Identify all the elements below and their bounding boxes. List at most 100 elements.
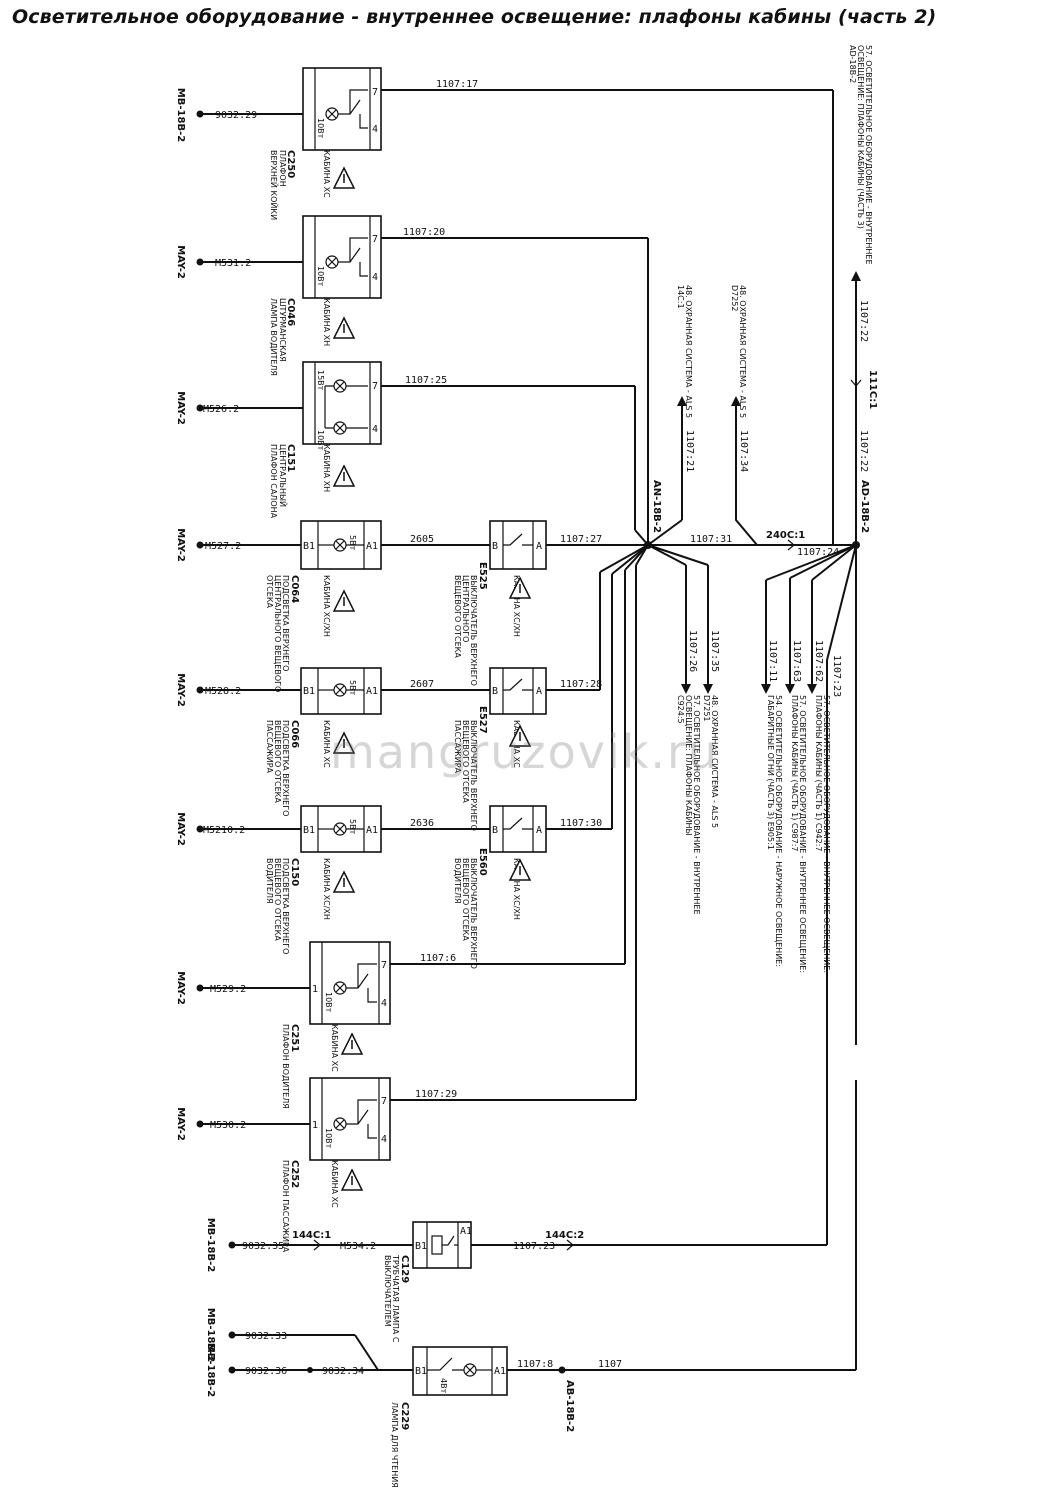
connector-label: 144C:1 xyxy=(292,1230,331,1241)
ground-label: MB-18B-2 xyxy=(205,1308,216,1362)
wire-label: 1107:11 xyxy=(767,640,778,682)
connector-label: 144C:2 xyxy=(545,1230,584,1241)
component-code: E560 xyxy=(477,848,488,876)
ground-label: MB-18B-2 xyxy=(205,1343,216,1397)
reference-label: 57. ОСВЕТИТЕЛЬНОЕ ОБОРУДОВАНИЕ - ВНУТРЕН… xyxy=(798,695,807,973)
wire-label: 1107:23 xyxy=(831,655,842,697)
warning-icon xyxy=(333,590,355,612)
pin-label: B1 xyxy=(415,1366,427,1377)
wire-label: M529:2 xyxy=(210,984,246,995)
cab-label: КАБИНА ХС/ХН xyxy=(512,575,521,637)
ground-label: MAY-2 xyxy=(175,812,186,846)
reference-label: ОСВЕЩЕНИЕ: ПЛАФОНЫ КАБИНЫ (ЧАСТЬ 3) xyxy=(856,45,865,229)
wire-label: 9032:34 xyxy=(322,1366,364,1377)
wire-label: 1107:20 xyxy=(403,227,445,238)
pin-label: 1 xyxy=(312,984,318,995)
pin-label: 7 xyxy=(372,381,378,392)
wire-label: 1107 xyxy=(598,1359,622,1370)
warning-icon xyxy=(333,871,355,893)
wire-label: 1107:63 xyxy=(791,640,802,682)
wire-label: 1107:6 xyxy=(420,953,456,964)
cab-label: КАБИНА ХС/ХН xyxy=(322,858,331,920)
pin-label: A1 xyxy=(366,541,378,552)
pin-label: 7 xyxy=(372,234,378,245)
connector-label: 240C:1 xyxy=(766,530,805,541)
wire-label: 1107:21 xyxy=(684,430,695,472)
splice-an: AN-18B-2 1107:21 48. ОХРАННАЯ СИСТЕМА - … xyxy=(644,285,833,915)
power-label: 10Вт xyxy=(316,430,325,451)
connector-icon xyxy=(850,379,862,387)
cab-label: КАБИНА ХС xyxy=(322,150,331,198)
lamp-icon xyxy=(325,107,339,121)
component-name: ПЛАФОН ВОДИТЕЛЯ xyxy=(281,1024,290,1109)
row-c129: 9032:35 M534:2 144C:1 MB-18B-2 B1 A1 110… xyxy=(205,1218,827,1343)
component-code: C250 xyxy=(285,150,296,178)
component-name: ВЕЩЕВОГО ОТСЕКА xyxy=(453,575,462,658)
component-name: ПАССАЖИРА xyxy=(453,720,462,774)
wire-label: 1107:22 xyxy=(858,430,869,472)
ground-label: MAY-2 xyxy=(175,391,186,425)
wire-label: 1107:35 xyxy=(709,630,720,672)
warning-icon xyxy=(341,1169,363,1191)
ground-label: MAY-2 xyxy=(175,245,186,279)
reference-label: D7251 xyxy=(702,695,711,722)
component-c251 xyxy=(309,941,391,1025)
power-label: 5Вт xyxy=(348,819,357,835)
pin-label: 7 xyxy=(381,960,387,971)
component-code: E527 xyxy=(477,706,488,734)
arrow-down-icon xyxy=(681,684,691,694)
component-name: ЦЕНТРАЛЬНОГО ВЕЩЕВОГО xyxy=(273,575,282,692)
wire-label: 1107:30 xyxy=(560,818,602,829)
wire-label: 1107:17 xyxy=(436,79,478,90)
component-c252 xyxy=(309,1077,391,1161)
component-code: C229 xyxy=(399,1402,410,1430)
component-name: ПОДСВЕТКА ВЕРХНЕГО xyxy=(281,858,290,954)
ground-label: MAY-2 xyxy=(175,1107,186,1141)
reference-label: 57. ОСВЕТИТЕЛЬНОЕ ОБОРУДОВАНИЕ - ВНУТРЕН… xyxy=(692,695,701,915)
wire-label: 1107:25 xyxy=(405,375,447,386)
wire-label: 9032:35 xyxy=(242,1241,284,1252)
ground-label: MB-18B-2 xyxy=(175,88,186,142)
als-branch: 1107:34 48. ОХРАННАЯ СИСТЕМА - ALS 5 D72… xyxy=(730,285,839,558)
lamp-icon xyxy=(333,981,347,995)
arrow-up-icon xyxy=(851,271,861,281)
wire-label: 1107:22 xyxy=(858,300,869,342)
component-name: ВЕЩЕВОГО ОТСЕКА xyxy=(461,858,470,941)
component-name: ЛАМПА ВОДИТЕЛЯ xyxy=(269,298,278,376)
arrow-up-icon xyxy=(677,396,687,406)
pin-label: 4 xyxy=(372,124,378,135)
cab-label: КАБИНА ХС/ХН xyxy=(322,575,331,637)
component-name: ПАССАЖИРА xyxy=(265,720,274,774)
component-name: ПОДСВЕТКА ВЕРХНЕГО xyxy=(281,720,290,816)
power-label: 5Вт xyxy=(348,680,357,696)
reference-label: ПЛАФОНЫ КАБИНЫ (ЧАСТЬ 1) C942:7 xyxy=(814,695,823,852)
pin-label: 4 xyxy=(372,272,378,283)
pin-label: A1 xyxy=(366,825,378,836)
component-code: C046 xyxy=(285,298,296,326)
cab-label: КАБИНА ХС/ХН xyxy=(512,858,521,920)
warning-icon xyxy=(341,1033,363,1055)
pin-label: A xyxy=(536,825,542,836)
lamp-icon xyxy=(333,683,347,697)
pin-label: A1 xyxy=(460,1226,472,1237)
component-name: ПОДСВЕТКА ВЕРХНЕГО xyxy=(281,575,290,671)
warning-icon xyxy=(333,317,355,339)
component-name: ЛАМПА ДЛЯ ЧТЕНИЯ xyxy=(390,1402,399,1488)
component-c129 xyxy=(412,1221,472,1269)
power-label: 10Вт xyxy=(324,1128,333,1149)
row-c066: M528:2 MAY-2 B1 A1 5Вт 2607 B A 1107:28 … xyxy=(175,667,602,831)
wire-label: 2607 xyxy=(410,679,434,690)
component-name: ВЫКЛЮЧАТЕЛЕМ xyxy=(383,1255,392,1327)
component-code: C066 xyxy=(289,720,300,748)
page-title: Осветительное оборудование - внутреннее … xyxy=(12,6,937,28)
pin-label: 4 xyxy=(381,998,387,1009)
warning-icon xyxy=(333,465,355,487)
cab-label: КАБИНА ХС xyxy=(330,1024,339,1072)
component-code: C129 xyxy=(399,1255,410,1283)
reference-label: ПЛАФОНЫ КАБИНЫ (ЧАСТЬ 1) C987:7 xyxy=(790,695,799,852)
lamp-icon xyxy=(333,421,347,435)
component-name: ОТСЕКА xyxy=(265,575,274,609)
pin-label: B1 xyxy=(303,686,315,697)
reference-label: 48. ОХРАННАЯ СИСТЕМА - ALS 5 xyxy=(738,285,747,418)
wire-label: 9032:36 xyxy=(245,1366,287,1377)
